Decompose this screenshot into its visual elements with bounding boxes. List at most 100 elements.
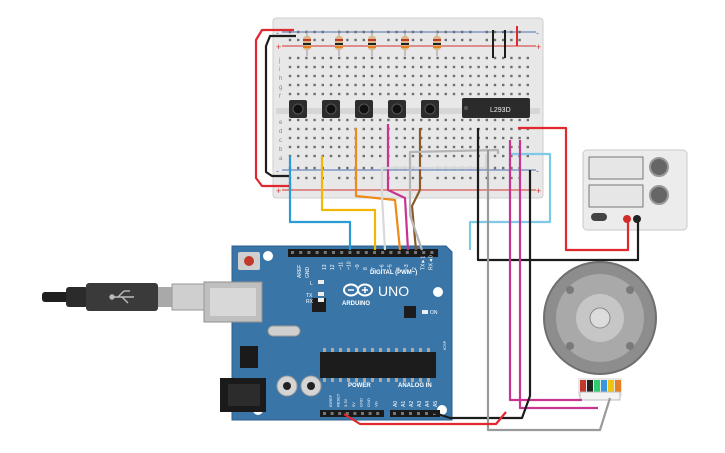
header-pin[interactable] xyxy=(299,251,303,254)
header-pin[interactable] xyxy=(291,251,294,254)
hole xyxy=(493,83,497,87)
hole xyxy=(313,154,316,158)
hole xyxy=(477,74,480,78)
hole xyxy=(305,56,308,60)
hole xyxy=(461,74,464,78)
hole xyxy=(411,65,415,69)
push-buttons[interactable] xyxy=(289,100,439,118)
header-pin[interactable] xyxy=(376,412,380,415)
hole xyxy=(362,166,365,170)
digital-header xyxy=(288,249,438,257)
header-pin[interactable] xyxy=(373,251,376,254)
hole xyxy=(444,92,447,96)
header-pin[interactable] xyxy=(361,412,364,415)
header-pin[interactable] xyxy=(353,412,357,415)
header-pin[interactable] xyxy=(430,251,434,254)
header-pin[interactable] xyxy=(389,251,393,254)
header-pin[interactable] xyxy=(345,412,349,415)
hole xyxy=(297,65,300,69)
atmega-pins xyxy=(323,348,430,382)
hole xyxy=(436,118,439,122)
header-pin[interactable] xyxy=(422,251,426,254)
hole xyxy=(461,38,464,42)
encoder-wires xyxy=(580,380,621,392)
hole xyxy=(354,30,357,34)
dc-motor[interactable] xyxy=(543,261,657,401)
header-pin[interactable] xyxy=(307,251,311,254)
hole xyxy=(313,127,316,131)
l293d-chip[interactable]: L293D xyxy=(462,98,530,118)
header-pin[interactable] xyxy=(330,412,334,415)
header-pin[interactable] xyxy=(425,412,428,415)
top-jumpers[interactable] xyxy=(492,26,518,58)
hole xyxy=(485,176,488,180)
supply-display-current xyxy=(588,184,644,208)
header-pin[interactable] xyxy=(401,412,404,415)
header-pin[interactable] xyxy=(323,412,326,415)
hole xyxy=(288,65,292,69)
hole xyxy=(370,145,374,149)
row-letter-e: e xyxy=(279,120,283,126)
header-pin[interactable] xyxy=(368,412,372,415)
usb-cable[interactable] xyxy=(42,283,205,311)
row-letter-a: a xyxy=(279,156,283,162)
hole xyxy=(436,145,439,149)
hole xyxy=(297,38,300,42)
header-pin[interactable] xyxy=(340,251,344,254)
header-pin[interactable] xyxy=(338,412,342,415)
resistor-4 xyxy=(401,30,409,56)
chip-pin xyxy=(379,348,382,352)
hole xyxy=(452,56,456,60)
power-supply[interactable] xyxy=(582,149,688,231)
hole xyxy=(502,136,505,140)
hole xyxy=(321,38,324,42)
header-pin[interactable] xyxy=(315,251,319,254)
row-letter-h: h xyxy=(279,76,282,82)
header-pin[interactable] xyxy=(323,251,327,254)
row-letter-i: i xyxy=(279,67,280,73)
hole xyxy=(526,136,529,140)
header-pin[interactable] xyxy=(364,251,368,254)
header-pin[interactable] xyxy=(356,251,360,254)
breadboard[interactable]: - + - + - + - + j i h g f e d c b a xyxy=(272,17,544,199)
hole xyxy=(329,83,333,87)
supply-terminal-positive xyxy=(623,215,631,223)
header-pin[interactable] xyxy=(414,251,417,254)
hole xyxy=(370,92,374,96)
hole xyxy=(346,38,349,42)
hole xyxy=(403,127,406,131)
wires[interactable] xyxy=(254,28,640,432)
hole xyxy=(452,83,456,87)
header-pin[interactable] xyxy=(348,251,352,254)
row-letter-f: f xyxy=(279,94,281,100)
header-pin[interactable] xyxy=(409,412,412,415)
hole xyxy=(420,176,423,180)
digital-pin-label: ~9 xyxy=(355,264,361,270)
header-pin[interactable] xyxy=(405,251,409,254)
header-pin[interactable] xyxy=(417,412,420,415)
header-pin[interactable] xyxy=(397,251,401,254)
hole xyxy=(469,83,472,87)
hole xyxy=(518,92,521,96)
hole xyxy=(510,166,513,170)
hole xyxy=(452,30,456,34)
header-pin[interactable] xyxy=(332,251,335,254)
push-button-1 xyxy=(289,100,307,118)
header-pin[interactable] xyxy=(393,412,396,415)
hole xyxy=(395,83,398,87)
hole xyxy=(444,74,447,78)
hole xyxy=(428,74,431,78)
hole xyxy=(493,176,497,180)
wire-light-blue-l293d xyxy=(468,152,552,250)
wire-black-rail-left xyxy=(264,34,296,178)
chip-pin xyxy=(371,348,374,352)
resistors[interactable] xyxy=(303,30,441,56)
hole xyxy=(297,166,300,170)
hole xyxy=(395,176,398,180)
hole xyxy=(485,118,488,122)
header-pin[interactable] xyxy=(381,251,385,254)
